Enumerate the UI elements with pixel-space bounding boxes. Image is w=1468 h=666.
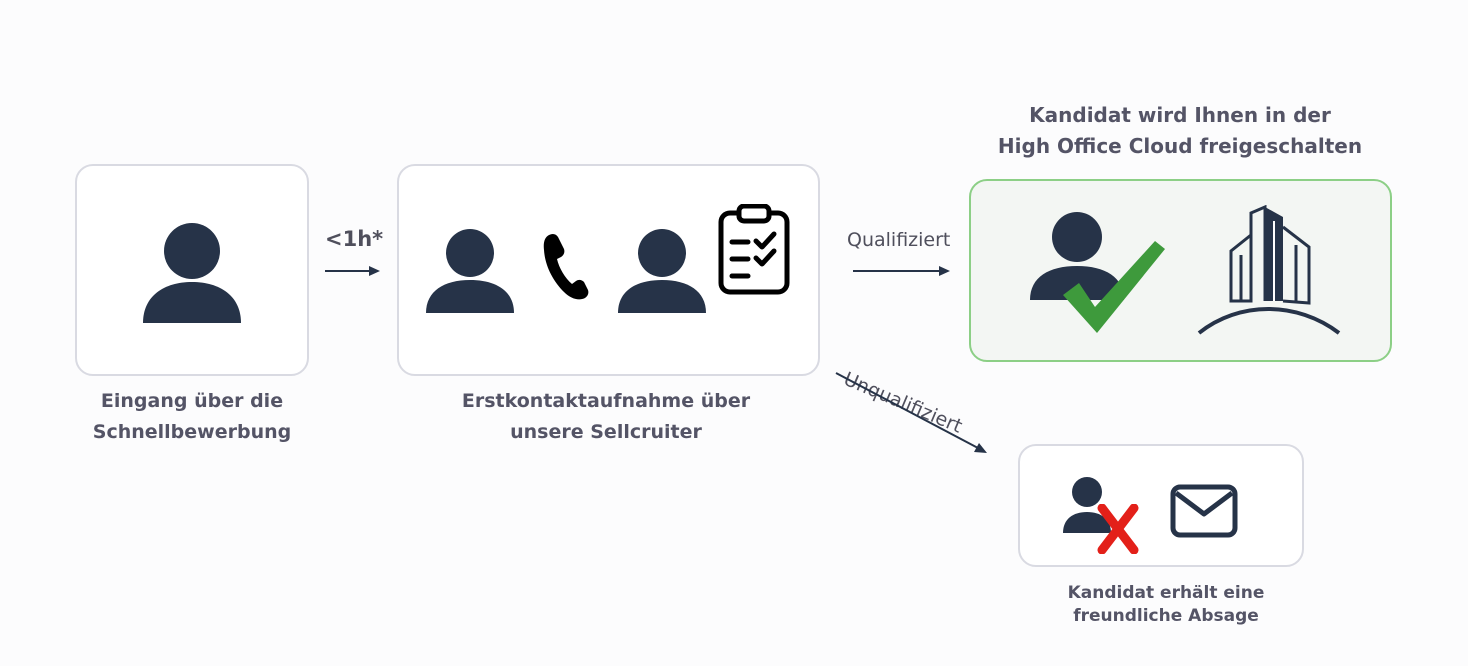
checkmark-icon — [1063, 241, 1165, 333]
person-icon — [1063, 477, 1111, 533]
arrow-right — [325, 266, 380, 276]
person-icon — [426, 229, 514, 313]
qualified-label: Qualifiziert — [847, 229, 951, 251]
person-icon — [1030, 212, 1124, 300]
arrow-diagonal — [835, 372, 987, 453]
contact-caption: Erstkontaktaufnahme über unsere Sellcrui… — [461, 390, 751, 443]
intake-box — [75, 164, 309, 376]
qualified-title: Kandidat wird Ihnen in der High Office C… — [997, 103, 1363, 158]
x-mark-icon — [1097, 504, 1139, 554]
time-label: <1h* — [325, 227, 384, 251]
rejected-box — [1018, 444, 1304, 567]
rejected-caption: Kandidat erhält eine freundliche Absage — [1067, 583, 1265, 626]
clipboard-checklist-icon — [718, 204, 790, 295]
arrow-right — [853, 266, 950, 276]
qualified-box — [969, 179, 1392, 362]
intake-caption: Eingang über die Schnellbewerbung — [92, 390, 292, 443]
building-icon — [1197, 205, 1341, 335]
person-icon — [143, 223, 241, 323]
contact-box — [397, 164, 820, 376]
person-icon — [618, 229, 706, 313]
envelope-icon — [1170, 484, 1238, 538]
phone-icon — [543, 233, 589, 300]
